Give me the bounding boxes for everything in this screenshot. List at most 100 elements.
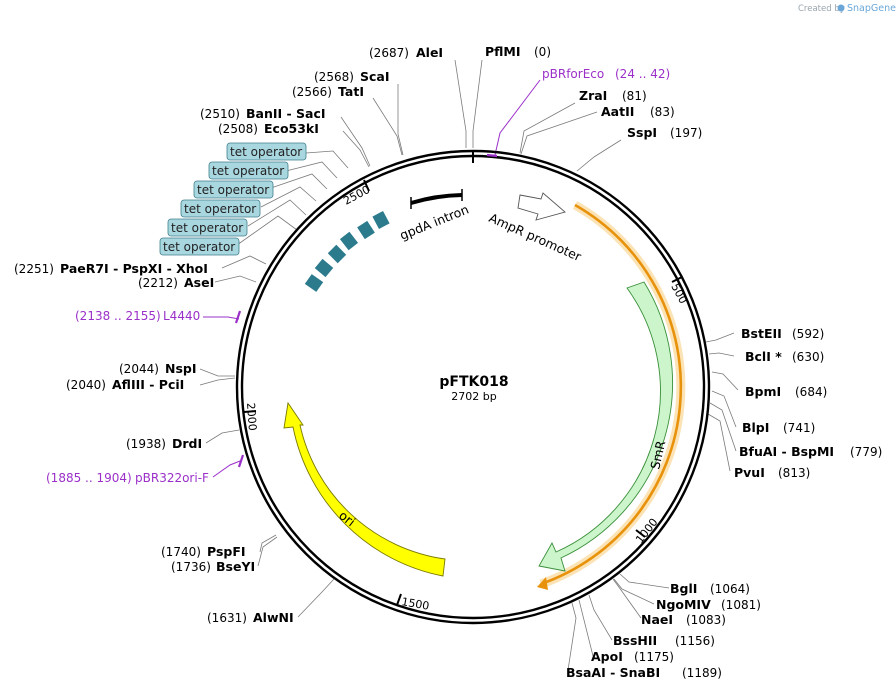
snapgene-logo-icon bbox=[837, 4, 845, 12]
plasmid-name: pFTK018 bbox=[439, 374, 508, 390]
tet-operator-block[interactable] bbox=[314, 258, 334, 278]
tet-operator-blocks bbox=[304, 211, 390, 292]
primer-name[interactable]: L4440 bbox=[163, 309, 200, 323]
site-position: (2251) bbox=[14, 262, 54, 276]
tet-operator-tag[interactable]: tet operator bbox=[159, 237, 240, 256]
tet-operator-block[interactable] bbox=[372, 211, 390, 229]
site-position: (2040) bbox=[66, 378, 106, 392]
site-position: (83) bbox=[650, 105, 675, 119]
tet-operator-tag[interactable]: tet operator bbox=[180, 199, 261, 218]
site-name[interactable]: AseI bbox=[184, 275, 214, 290]
site-leader-lines bbox=[199, 59, 739, 671]
tet-operator-block[interactable] bbox=[327, 244, 347, 264]
site-name[interactable]: AlwNI bbox=[253, 610, 294, 625]
svg-text:tet operator: tet operator bbox=[171, 221, 243, 235]
site-name[interactable]: BfuAI - BspMI bbox=[739, 444, 834, 459]
feature-label-smr: SmR bbox=[647, 439, 668, 471]
tet-operator-tag[interactable]: tet operator bbox=[167, 218, 248, 237]
site-name[interactable]: ScaI bbox=[360, 69, 390, 84]
site-position: (2566) bbox=[292, 85, 332, 99]
site-position: (1083) bbox=[686, 613, 726, 627]
watermark-prefix: Created by bbox=[798, 4, 845, 14]
site-name[interactable]: NaeI bbox=[641, 612, 673, 627]
site-name[interactable]: BlpI bbox=[742, 420, 769, 435]
site-position: (1175) bbox=[634, 650, 674, 664]
tet-operator-block[interactable] bbox=[339, 231, 359, 251]
feature-ori[interactable] bbox=[283, 401, 446, 577]
enzyme-sites-left: (2687) AleI (2568) ScaI (2566) TatI (251… bbox=[14, 45, 443, 625]
site-name[interactable]: AatII bbox=[601, 104, 634, 119]
primer-leader-lines bbox=[203, 79, 541, 478]
site-position: (592) bbox=[792, 327, 824, 341]
site-position: (1740) bbox=[161, 545, 201, 559]
site-name[interactable]: NgoMIV bbox=[656, 597, 711, 612]
svg-text:tet operator: tet operator bbox=[184, 202, 256, 216]
smr-orf-arc bbox=[537, 201, 686, 590]
site-name[interactable]: SspI bbox=[627, 125, 657, 140]
tet-operator-block[interactable] bbox=[357, 220, 375, 240]
scale-ticks bbox=[243, 151, 683, 606]
site-name[interactable]: ApoI bbox=[591, 649, 623, 664]
site-name[interactable]: BssHII bbox=[613, 633, 657, 648]
tet-operator-tags: tet operator tet operator tet operator t… bbox=[159, 142, 307, 256]
tick-label-1500: 1500 bbox=[400, 595, 430, 613]
site-position: (2044) bbox=[119, 362, 159, 376]
primer-range: (1885 .. 1904) bbox=[46, 471, 132, 485]
site-name[interactable]: Eco53kI bbox=[264, 121, 319, 136]
site-position: (630) bbox=[792, 350, 824, 364]
feature-smr[interactable] bbox=[538, 281, 673, 572]
site-position: (1064) bbox=[710, 582, 750, 596]
site-position: (2212) bbox=[138, 276, 178, 290]
site-name[interactable]: PspFI bbox=[207, 544, 246, 559]
tet-operator-block[interactable] bbox=[304, 274, 324, 292]
site-name[interactable]: NspI bbox=[165, 361, 197, 376]
primer-range: (2138 .. 2155) bbox=[75, 309, 161, 323]
site-position: (1156) bbox=[675, 634, 715, 648]
site-name[interactable]: BglI bbox=[670, 581, 697, 596]
primer-name[interactable]: pBRforEco bbox=[542, 67, 604, 81]
site-name[interactable]: ZraI bbox=[579, 88, 607, 103]
tet-operator-tag[interactable]: tet operator bbox=[208, 161, 289, 180]
site-position: (2508) bbox=[218, 122, 258, 136]
site-position: (0) bbox=[534, 45, 551, 59]
site-position: (2510) bbox=[200, 107, 240, 121]
primer-name[interactable]: pBR322ori-F bbox=[135, 471, 209, 485]
site-name[interactable]: BpmI bbox=[745, 384, 781, 399]
site-name[interactable]: BseYI bbox=[216, 559, 255, 574]
svg-text:tet operator: tet operator bbox=[197, 183, 269, 197]
feature-gpda-intron[interactable] bbox=[410, 189, 463, 209]
snapgene-watermark: Created by SnapGene bbox=[798, 3, 896, 14]
feature-ampr-promoter[interactable] bbox=[517, 192, 566, 221]
site-name[interactable]: PvuI bbox=[734, 465, 765, 480]
site-name[interactable]: BanII - SacI bbox=[246, 106, 326, 121]
site-name[interactable]: TatI bbox=[338, 84, 364, 99]
primer-labels: pBRforEco (24 .. 42) (2138 .. 2155) L444… bbox=[46, 67, 670, 485]
site-position: (741) bbox=[783, 421, 815, 435]
site-position: (813) bbox=[778, 466, 810, 480]
plasmid-size: 2702 bp bbox=[451, 390, 496, 403]
site-name[interactable]: BsaAI - SnaBI bbox=[566, 665, 660, 680]
site-name[interactable]: AleI bbox=[416, 45, 443, 60]
watermark-brand: SnapGene bbox=[847, 3, 896, 14]
site-name[interactable]: DrdI bbox=[172, 436, 202, 451]
svg-text:tet operator: tet operator bbox=[212, 164, 284, 178]
tet-operator-tag[interactable]: tet operator bbox=[193, 180, 274, 199]
site-position: (2687) bbox=[369, 46, 409, 60]
tick-label-2000: 2000 bbox=[244, 402, 259, 431]
svg-text:tet operator: tet operator bbox=[163, 240, 235, 254]
site-position: (1081) bbox=[721, 598, 761, 612]
site-name[interactable]: PflMI bbox=[485, 44, 521, 59]
feature-label-ampr-promoter: AmpR promoter bbox=[487, 210, 585, 264]
site-name[interactable]: BstEII bbox=[741, 326, 782, 341]
primer-range: (24 .. 42) bbox=[615, 67, 670, 81]
site-position: (81) bbox=[622, 89, 647, 103]
site-name[interactable]: PaeR7I - PspXI - XhoI bbox=[60, 261, 208, 276]
site-name[interactable]: BclI * bbox=[745, 349, 782, 364]
site-position: (684) bbox=[795, 385, 827, 399]
site-position: (1938) bbox=[126, 437, 166, 451]
site-position: (2568) bbox=[314, 70, 354, 84]
tet-operator-tag[interactable]: tet operator bbox=[226, 142, 307, 161]
site-name[interactable]: AflIII - PciI bbox=[112, 377, 184, 392]
